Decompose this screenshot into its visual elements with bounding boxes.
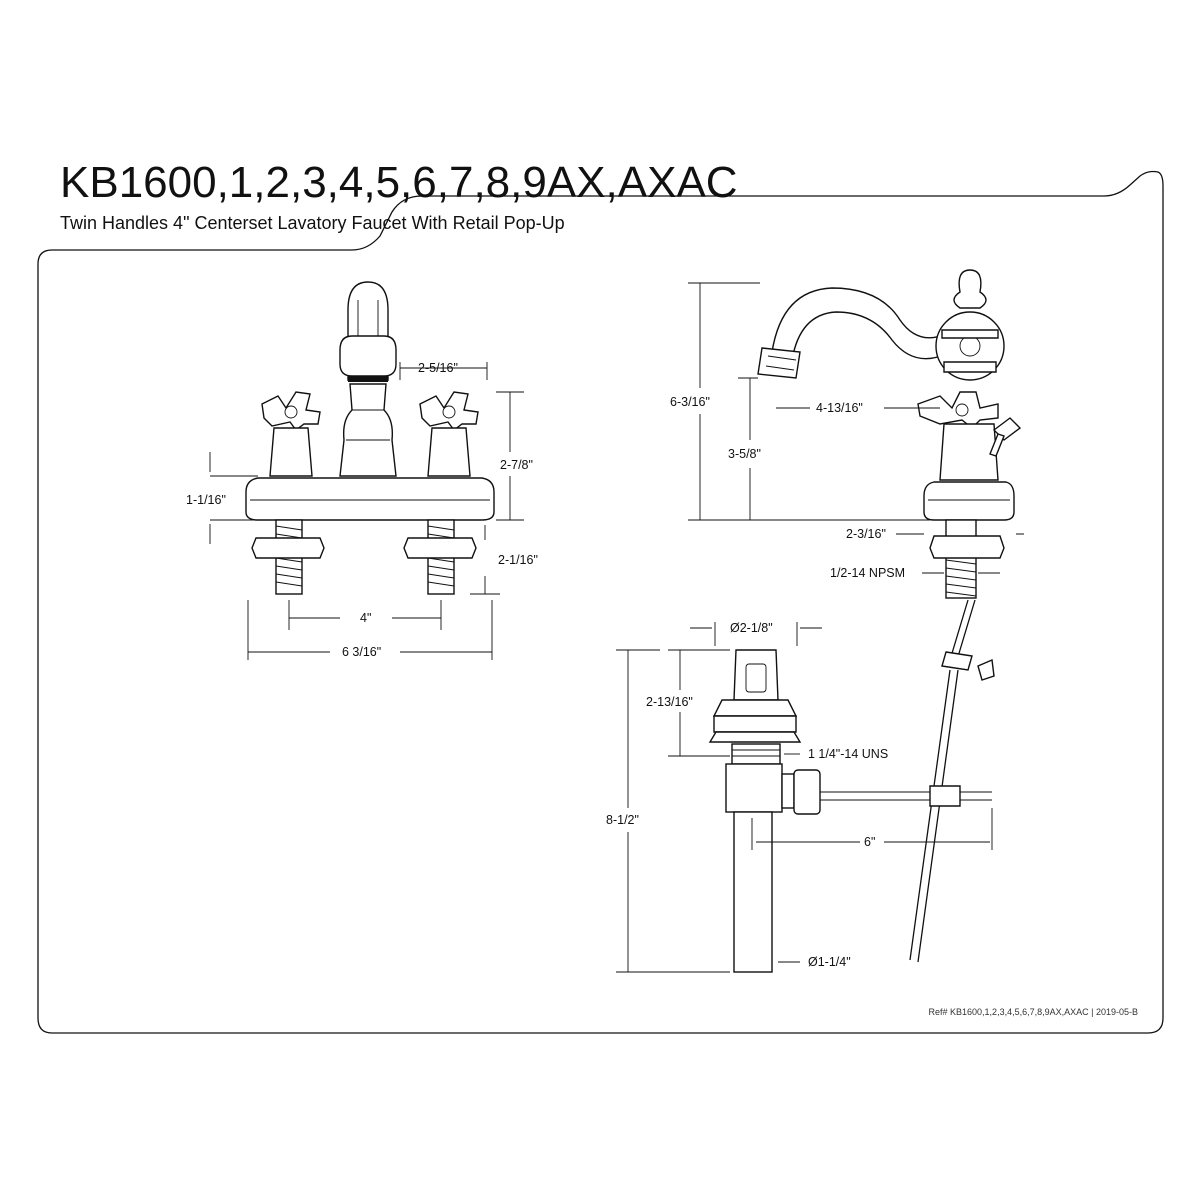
dim-spout-reach: 4-13/16" <box>816 401 863 415</box>
page-subtitle: Twin Handles 4" Centerset Lavatory Fauce… <box>60 213 565 233</box>
dim-overall-height: 6-3/16" <box>670 395 710 409</box>
side-view-faucet <box>757 269 1022 963</box>
dim-overall-width: 6 3/16" <box>342 645 381 659</box>
dim-base-height: 1-1/16" <box>186 493 226 507</box>
dim-drain-flange-dia: Ø2-1/8" <box>730 621 773 635</box>
drain-assembly <box>708 649 992 973</box>
front-view-dimensions <box>209 362 524 660</box>
reference-note: Ref# KB1600,1,2,3,4,5,6,7,8,9AX,AXAC | 2… <box>928 1007 1138 1017</box>
dim-drain-total-length: 8-1/2" <box>606 813 639 827</box>
dim-drain-thread: 1 1/4"-14 UNS <box>808 747 888 761</box>
dim-shank-thread: 1/2-14 NPSM <box>830 566 905 580</box>
dim-shank-length: 2-1/16" <box>498 553 538 567</box>
dim-spout-height: 3-5/8" <box>728 447 761 461</box>
front-view-faucet <box>245 281 495 595</box>
dim-spout-to-handle: 2-5/16" <box>418 361 458 375</box>
dim-tailpiece-dia: Ø1-1/4" <box>808 955 851 969</box>
page-title: KB1600,1,2,3,4,5,6,7,8,9AX,AXAC <box>60 158 738 207</box>
side-view-dimensions <box>688 282 1024 574</box>
dim-handle-height: 2-7/8" <box>500 458 533 472</box>
drain-dimensions <box>616 622 993 973</box>
dim-center-spacing: 4" <box>360 611 371 625</box>
dim-drain-upper-length: 2-13/16" <box>646 695 693 709</box>
dim-base-depth: 2-3/16" <box>846 527 886 541</box>
frame-line <box>37 170 1164 1034</box>
dim-lift-rod-length: 6" <box>864 835 875 849</box>
